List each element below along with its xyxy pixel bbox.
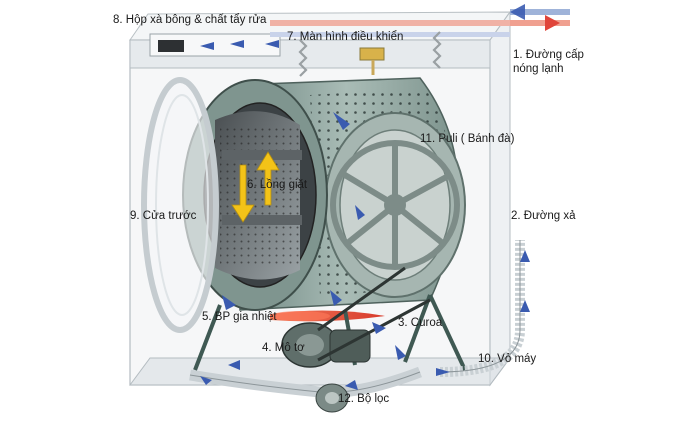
pulley-wheel xyxy=(330,140,460,270)
drain-hose xyxy=(439,240,525,377)
label-heating-element: 5. BP gia nhiệt xyxy=(202,311,277,323)
label-water-supply-line2: nóng lạnh xyxy=(513,63,564,75)
label-front-door: 9. Cửa trước xyxy=(130,210,197,222)
water-flow-arrows xyxy=(200,40,530,390)
label-pulley: 11. Puli ( Bánh đà) xyxy=(420,133,515,145)
label-casing: 10. Vỏ máy xyxy=(478,353,537,365)
label-drum: 6. Lồng giặt xyxy=(247,179,308,191)
drive-belt xyxy=(317,266,431,362)
filter xyxy=(315,383,349,413)
rotation-arrows xyxy=(231,151,280,223)
water-inlet-pipes xyxy=(270,4,570,37)
suspension-springs xyxy=(298,31,442,77)
detergent-drawer xyxy=(149,33,281,57)
heating-element xyxy=(270,310,385,322)
label-motor: 4. Mô tơ xyxy=(262,342,305,354)
control-panel xyxy=(359,47,385,75)
label-water-supply-line1: 1. Đường cấp xyxy=(513,49,584,61)
tub-front-rim xyxy=(182,79,328,311)
front-door xyxy=(141,77,219,333)
label-filter: 12. Bộ lọc xyxy=(338,393,390,405)
label-belt: 3. Curoa xyxy=(398,317,443,329)
label-control-panel: 7. Màn hình điều khiển xyxy=(287,31,404,43)
label-detergent-box: 8. Hộp xà bông & chất tẩy rửa xyxy=(113,14,267,26)
label-drain-line: 2. Đường xả xyxy=(511,210,576,222)
